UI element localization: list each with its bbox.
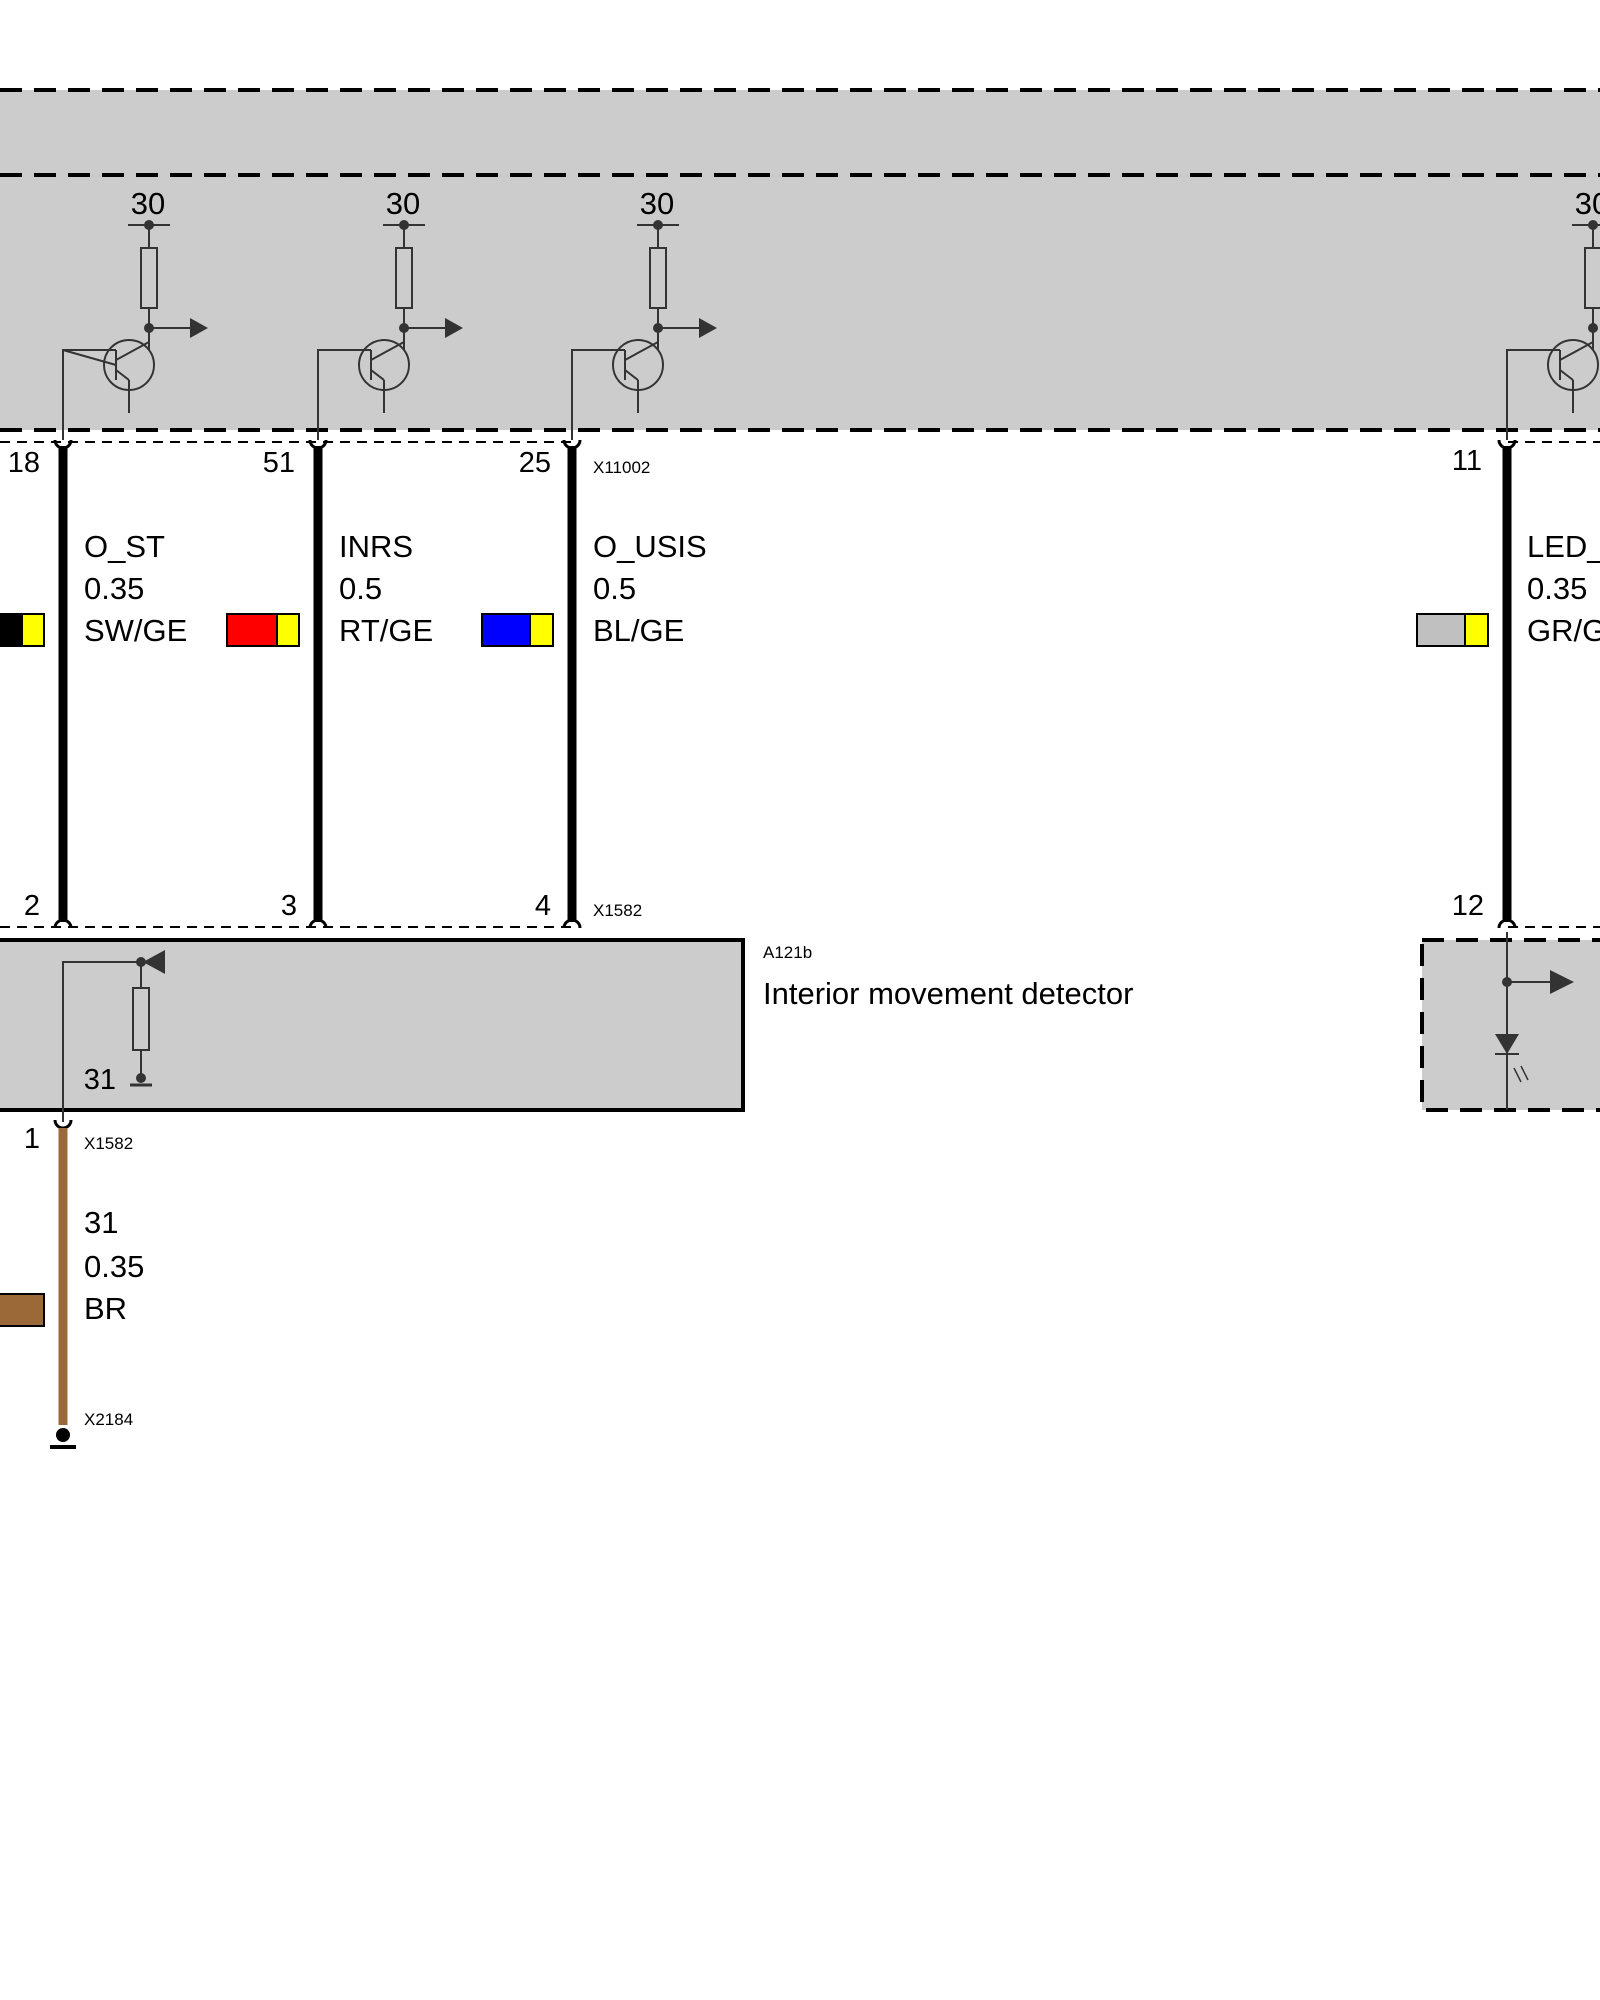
- color-swatch-main: [226, 613, 278, 647]
- color-swatch-stripe: [21, 613, 45, 647]
- color-swatch-main: [0, 613, 23, 647]
- detector-name: Interior movement detector: [763, 976, 1133, 1011]
- ground-pin: 1: [24, 1123, 40, 1155]
- control-module: [0, 88, 1600, 432]
- wire-gauge: 0.35: [1527, 571, 1587, 606]
- led-component[interactable]: [1420, 932, 1600, 1112]
- pin-top: 11: [1452, 445, 1482, 477]
- led-icon: [1495, 1034, 1519, 1054]
- supply-label: 30: [131, 186, 165, 221]
- driver-stage-3: 30: [571, 186, 717, 440]
- driver-stage-1: 30: [62, 186, 208, 440]
- ground-point-icon: [56, 1428, 70, 1442]
- color-swatch-main: [0, 1293, 45, 1327]
- supply-label: 30: [640, 186, 674, 221]
- ground-gauge: 0.35: [84, 1249, 144, 1284]
- driver-stage-4: 30: [1506, 186, 1600, 440]
- color-swatch-stripe: [529, 613, 554, 647]
- pin-bottom: 2: [24, 890, 40, 922]
- wire-color-code: GR/G: [1527, 613, 1600, 648]
- detector-ground-label: 31: [84, 1064, 116, 1096]
- ground-wire[interactable]: 1 X1582 31 0.35 BR X2184: [0, 1119, 144, 1449]
- detector-id: A121b: [763, 943, 812, 962]
- supply-label: 30: [386, 186, 420, 221]
- wire-signal: O_ST: [84, 529, 165, 564]
- pin-bottom: 3: [281, 890, 297, 922]
- wire-signal: LED_: [1527, 529, 1600, 564]
- wire-signal: O_USIS: [593, 529, 707, 564]
- wire-signal: INRS: [339, 529, 413, 564]
- driver-stage-2: 30: [317, 186, 463, 440]
- ground-pin-connector: X1582: [84, 1134, 133, 1153]
- connector-label-mid: X1582: [593, 901, 642, 920]
- wire-o-usis[interactable]: 25 4 O_USIS 0.5 BL/GE: [481, 439, 707, 929]
- color-swatch-main: [1416, 613, 1466, 647]
- wire-gauge: 0.35: [84, 571, 144, 606]
- ground-point-label: X2184: [84, 1410, 133, 1429]
- ground-color-code: BR: [84, 1291, 127, 1326]
- pin-top: 18: [8, 447, 40, 479]
- wire-color-code: BL/GE: [593, 613, 684, 648]
- pin-top: 51: [263, 447, 295, 479]
- pin-top: 25: [519, 447, 551, 479]
- pin-bottom: 4: [535, 890, 551, 922]
- color-swatch-stripe: [1464, 613, 1489, 647]
- wire-inrs[interactable]: 51 3 INRS 0.5 RT/GE: [226, 439, 433, 929]
- supply-label: 30: [1575, 186, 1600, 221]
- color-swatch-main: [481, 613, 531, 647]
- connector-mid: X1582: [0, 901, 1600, 928]
- interior-movement-detector[interactable]: A121b Interior movement detector 31: [0, 938, 1133, 1122]
- color-swatch-stripe: [276, 613, 300, 647]
- wire-led[interactable]: 11 12 LED_ 0.35 GR/G: [1416, 439, 1600, 929]
- wire-color-code: RT/GE: [339, 613, 433, 648]
- wire-color-code: SW/GE: [84, 613, 187, 648]
- arrow-left-icon: [143, 950, 165, 974]
- connector-top: X11002: [0, 441, 1600, 477]
- wire-gauge: 0.5: [593, 571, 636, 606]
- wire-gauge: 0.5: [339, 571, 382, 606]
- connector-label-top: X11002: [593, 458, 650, 477]
- wire-o-st[interactable]: 18 2 O_ST 0.35 SW/GE: [0, 439, 187, 929]
- ground-signal: 31: [84, 1205, 118, 1240]
- pin-bottom: 12: [1452, 890, 1484, 922]
